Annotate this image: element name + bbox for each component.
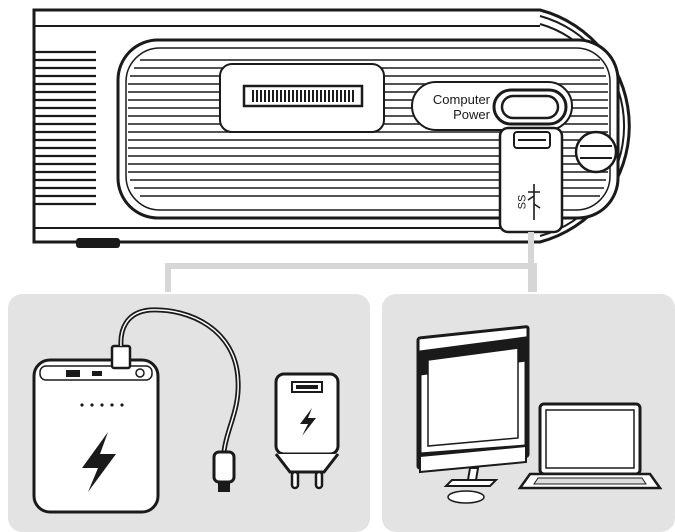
- lightning-icon: [300, 408, 316, 436]
- lightning-icon: [82, 432, 116, 492]
- mouse: [447, 490, 485, 504]
- port-label-line1: Computer: [432, 92, 490, 107]
- projector-foot: [76, 238, 120, 248]
- port-label-line2: Power: [453, 107, 490, 122]
- connection-lines: [165, 263, 537, 292]
- power-bank: [32, 358, 160, 514]
- usb-plug: [498, 126, 564, 292]
- side-vent: [34, 50, 96, 206]
- usb-plug-marking: SS: [516, 194, 529, 210]
- charge-indicator-dots: [80, 403, 124, 407]
- wall-charger: [274, 372, 340, 490]
- power-button: [500, 94, 560, 120]
- focus-knob: [574, 130, 618, 174]
- usb-cable: [110, 307, 241, 492]
- projector-body: [32, 8, 631, 248]
- laptop: [517, 402, 663, 490]
- lens-slot: [250, 90, 356, 102]
- computer-power-port-label: Computer Power: [416, 92, 490, 122]
- desktop-monitor: [416, 325, 530, 487]
- usb-symbol-icon: [527, 184, 541, 220]
